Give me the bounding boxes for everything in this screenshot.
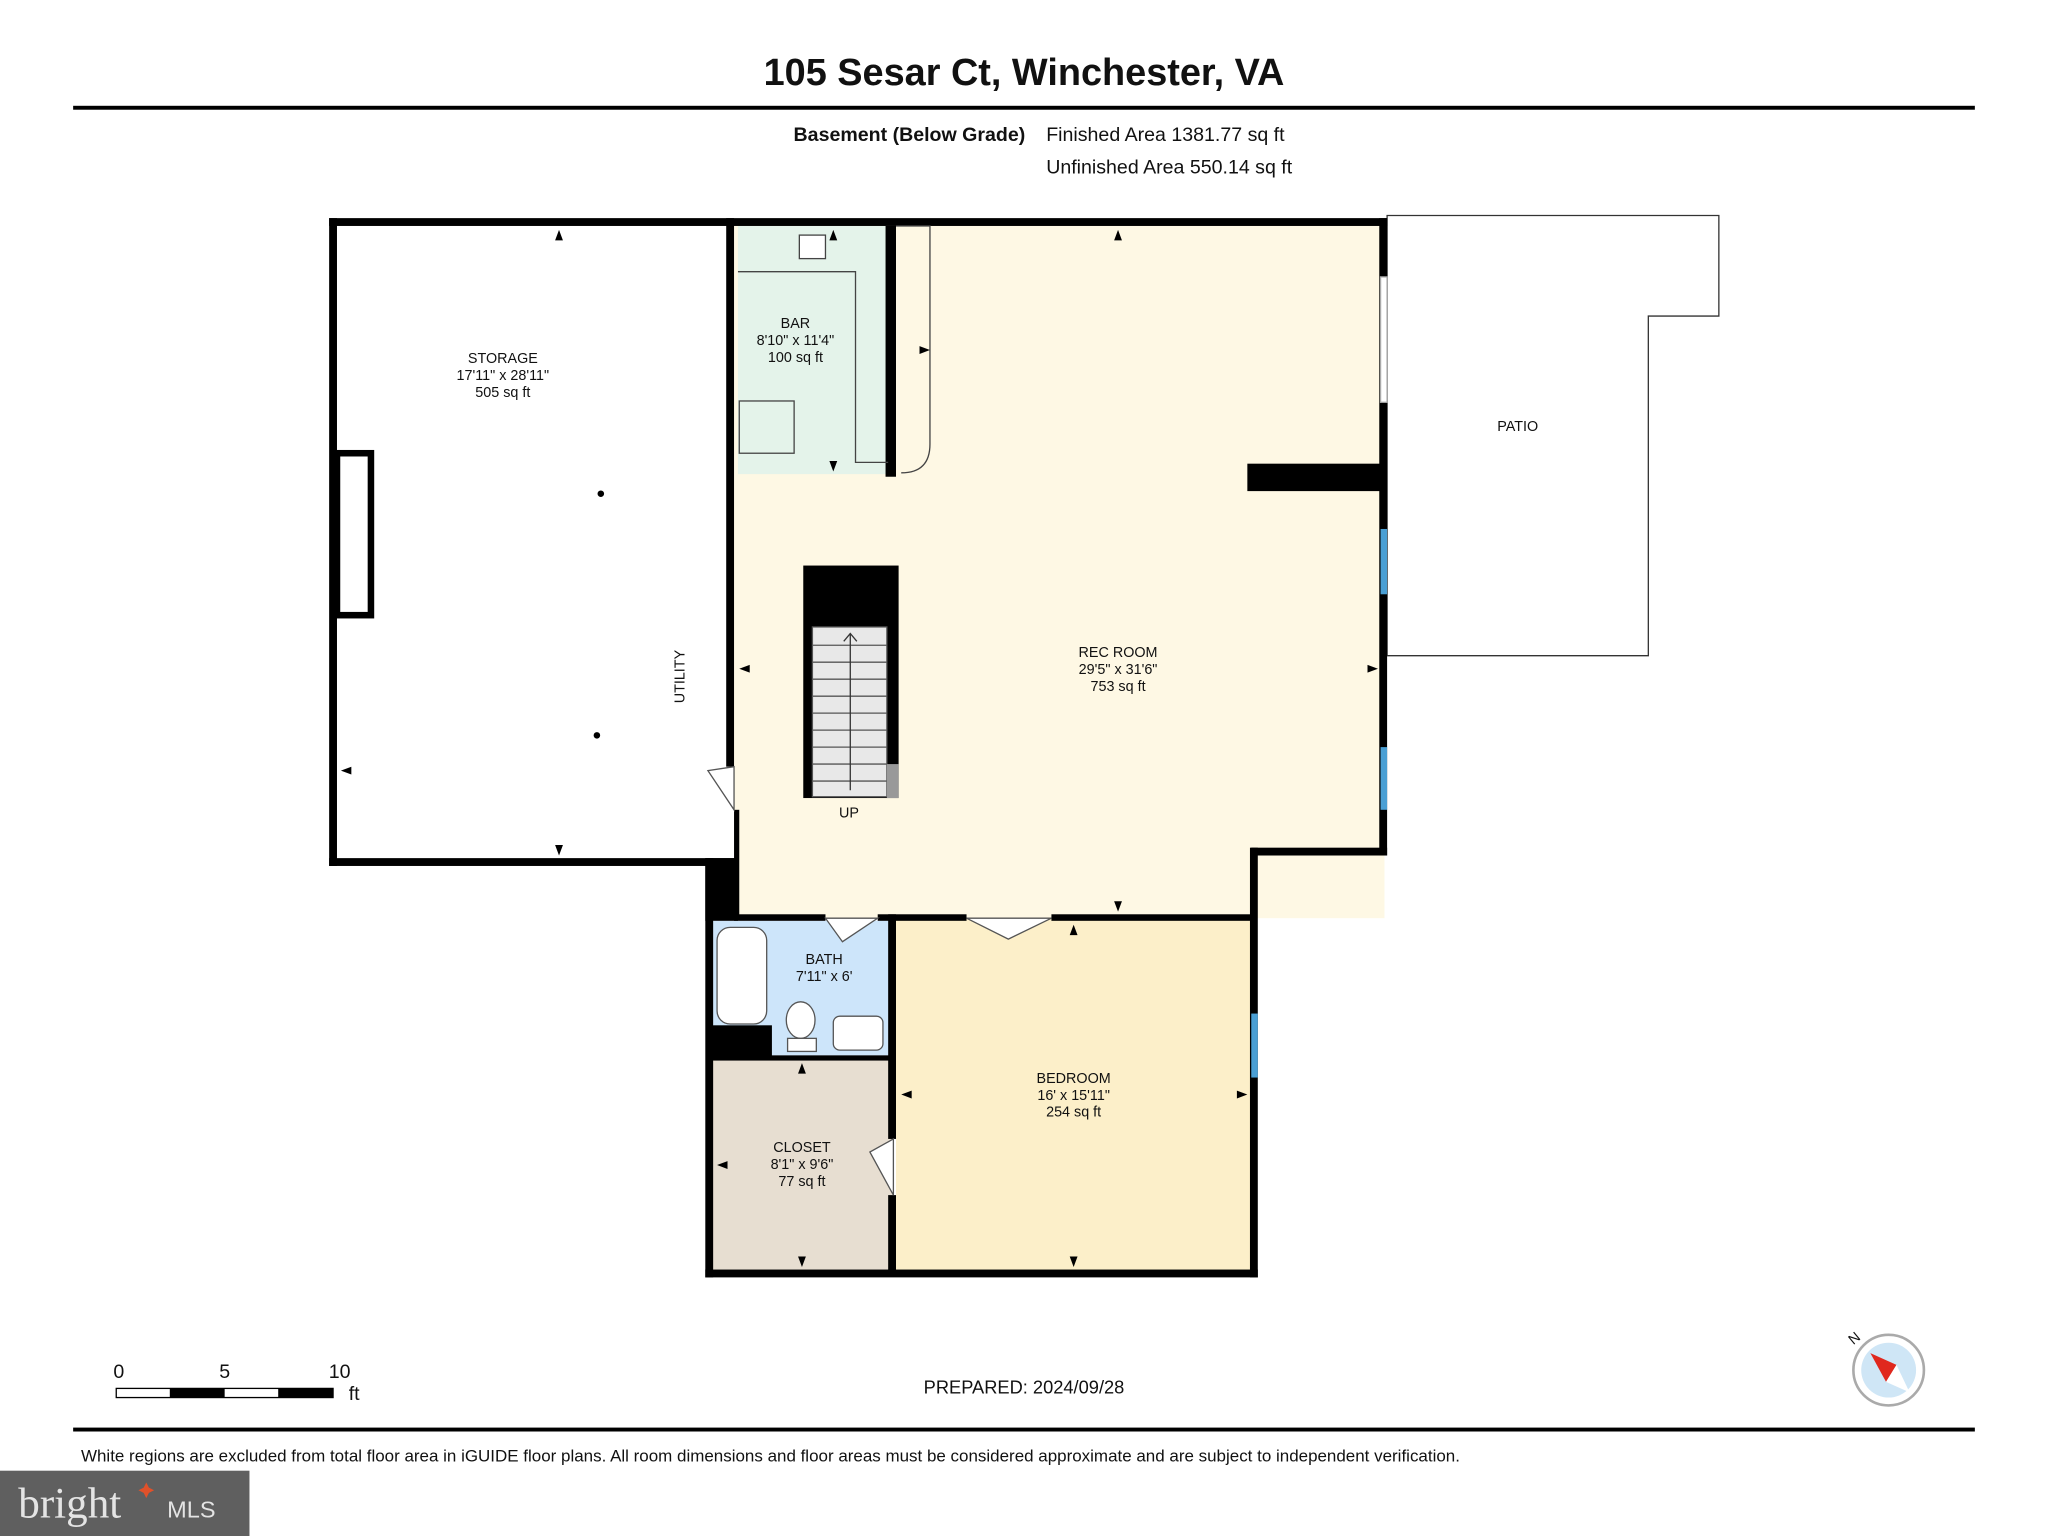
sliding-door [1379,276,1388,403]
svg-text:CLOSET: CLOSET [773,1140,831,1156]
svg-text:505 sq ft: 505 sq ft [475,385,530,401]
doors [706,765,1052,1196]
compass-north-label: N [1846,1329,1864,1348]
room-label-bedroom: BEDROOM 16' x 15'11" 254 sq ft [1037,1071,1111,1121]
svg-text:17'11" x 28'11": 17'11" x 28'11" [457,368,550,384]
svg-text:BEDROOM: BEDROOM [1037,1071,1111,1087]
svg-text:REC ROOM: REC ROOM [1079,645,1158,661]
svg-text:29'5" x 31'6": 29'5" x 31'6" [1079,662,1158,678]
patio-label: PATIO [1497,419,1538,435]
window [1380,747,1388,810]
finished-area: Finished Area 1381.77 sq ft [1046,124,1285,146]
bar-appliance [738,400,795,454]
footer-divider [73,1427,1975,1432]
stairs-label: UP [839,806,859,822]
page-title: 105 Sesar Ct, Winchester, VA [764,52,1285,94]
utility-label: UTILITY [672,649,688,703]
svg-text:753 sq ft: 753 sq ft [1090,679,1145,695]
bedroom-fill [896,918,1254,1274]
svg-text:254 sq ft: 254 sq ft [1046,1105,1101,1121]
scale-tick-5: 5 [219,1361,230,1383]
closet-fill [711,1057,894,1274]
sink-icon [798,234,827,260]
room-label-bath: BATH 7'11" x 6' [796,952,853,985]
bar-fill [737,225,895,475]
scale-tick-0: 0 [113,1361,124,1383]
bar-counter [737,225,931,474]
room-label-rec-room: REC ROOM 29'5" x 31'6" 753 sq ft [1079,645,1158,695]
post-marker [593,732,601,739]
bathtub-icon [716,926,768,1025]
svg-text:7'11" x 6': 7'11" x 6' [796,969,853,985]
unfinished-area: Unfinished Area 550.14 sq ft [1046,157,1293,179]
patio-area [1386,214,1720,657]
window [1251,1013,1258,1078]
storage-alcove [333,449,375,619]
bright-mls-logo: bright MLS [0,1470,250,1536]
window [1380,528,1388,595]
svg-text:BATH: BATH [806,952,843,968]
svg-text:BAR: BAR [781,316,811,332]
prepared-date: PREPARED: 2024/09/28 [924,1377,1125,1398]
svg-text:16' x 15'11": 16' x 15'11" [1037,1088,1110,1104]
svg-text:77 sq ft: 77 sq ft [778,1174,825,1190]
toilet-icon [785,1001,816,1040]
room-label-storage: STORAGE 17'11" x 28'11" 505 sq ft [457,351,550,401]
staircase [811,626,899,799]
svg-text:MLS: MLS [167,1497,215,1523]
svg-text:100 sq ft: 100 sq ft [768,350,823,366]
room-label-closet: CLOSET 8'1" x 9'6" 77 sq ft [771,1140,834,1190]
scale-bar [115,1387,334,1399]
scale-unit: ft [349,1383,360,1405]
compass-icon: N [1846,1329,1926,1407]
fixtures [716,926,884,1053]
svg-text:bright: bright [18,1481,121,1528]
level-label: Basement (Below Grade) [794,124,1026,146]
svg-text:8'10" x 11'4": 8'10" x 11'4" [757,333,835,349]
header-divider [73,105,1975,110]
svg-text:8'1" x 9'6": 8'1" x 9'6" [771,1157,834,1173]
sink-icon [832,1015,884,1051]
svg-text:STORAGE: STORAGE [468,351,538,367]
walls [329,218,1388,1278]
windows [1251,528,1388,1078]
scale-tick-10: 10 [329,1361,351,1383]
disclaimer: White regions are excluded from total fl… [81,1447,1460,1466]
room-label-bar: BAR 8'10" x 11'4" 100 sq ft [757,316,835,366]
post-marker [597,490,605,497]
